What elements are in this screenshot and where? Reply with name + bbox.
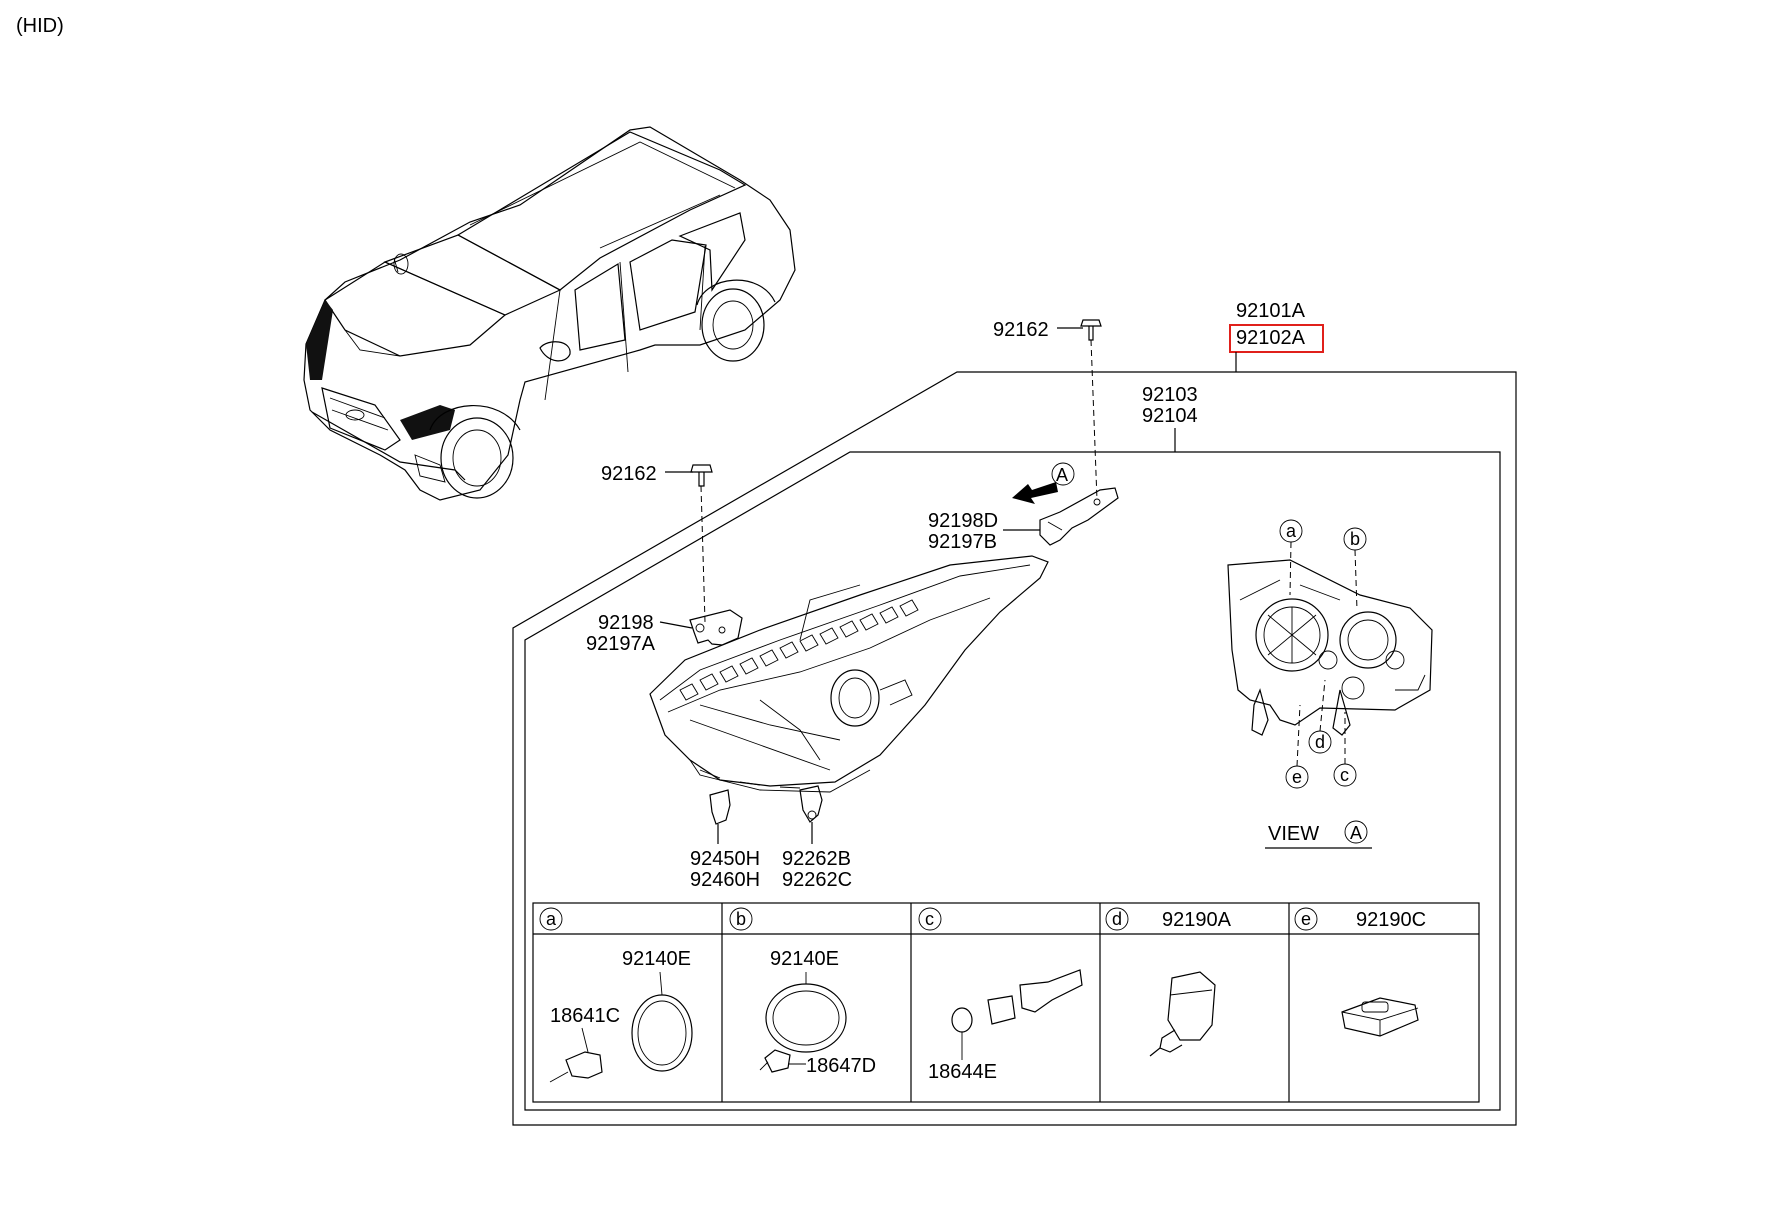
table-header-b: b	[729, 907, 753, 931]
svg-text:d: d	[1315, 732, 1325, 752]
screw-top-icon	[1080, 319, 1102, 341]
svg-text:d: d	[1112, 909, 1122, 929]
part-number-92102a[interactable]: 92102A	[1236, 327, 1306, 349]
part-number-92101a[interactable]: 92101A	[1236, 300, 1306, 322]
inner-assembly-frame	[524, 451, 1501, 1111]
svg-text:e: e	[1301, 909, 1311, 929]
socket-bulb-icon	[951, 969, 1083, 1060]
view-marker-b: b	[1343, 527, 1367, 611]
svg-text:a: a	[546, 909, 557, 929]
arrow-ref-label: A	[1056, 465, 1068, 485]
part-number-92162-left[interactable]: 92162	[601, 463, 657, 485]
dust-cover-ring-b-icon	[765, 983, 847, 1053]
part-number-92197a[interactable]: 92197A	[586, 633, 656, 655]
part-number-92140e-b[interactable]: 92140E	[770, 948, 839, 970]
outer-assembly-frame	[512, 371, 1517, 1126]
view-marker-d: d	[1308, 679, 1332, 754]
part-number-92262c[interactable]: 92262C	[782, 869, 852, 891]
dust-cover-ring-a-icon	[631, 994, 693, 1072]
car-illustration	[303, 126, 796, 501]
part-number-18641c[interactable]: 18641C	[550, 1005, 620, 1027]
svg-text:b: b	[1350, 529, 1360, 549]
table-header-d: d 92190A	[1105, 907, 1232, 931]
bracket-92198-icon	[689, 609, 743, 646]
clip-92450h-icon	[709, 789, 731, 844]
ref-circle-a	[1051, 462, 1075, 486]
leveling-actuator-icon	[1149, 971, 1216, 1057]
svg-text:c: c	[1340, 765, 1349, 785]
view-ref-label: A	[1350, 823, 1362, 843]
svg-text:e: e	[1292, 767, 1302, 787]
table-header-a: a	[539, 907, 563, 931]
part-number-92140e-a[interactable]: 92140E	[622, 948, 691, 970]
bracket-92198d-icon	[1039, 487, 1119, 546]
svg-text:a: a	[1286, 521, 1297, 541]
part-number-92190c[interactable]: 92190C	[1356, 909, 1426, 931]
view-marker-c: c	[1333, 712, 1357, 787]
table-header-e: e 92190C	[1294, 907, 1426, 931]
view-marker-e: e	[1285, 704, 1309, 789]
part-number-92197b[interactable]: 92197B	[928, 531, 997, 553]
part-number-92198d[interactable]: 92198D	[928, 510, 998, 532]
view-label: VIEW	[1268, 823, 1319, 845]
svg-text:c: c	[925, 909, 934, 929]
part-number-92162-top[interactable]: 92162	[993, 319, 1049, 341]
screw-left-icon	[690, 464, 713, 487]
view-marker-a: a	[1279, 519, 1303, 596]
detail-table	[532, 902, 1480, 1103]
part-number-92190a[interactable]: 92190A	[1162, 909, 1232, 931]
part-number-92104[interactable]: 92104	[1142, 405, 1198, 427]
part-number-18647d[interactable]: 18647D	[806, 1055, 876, 1077]
part-number-92460h[interactable]: 92460H	[690, 869, 760, 891]
view-ref-circle	[1344, 820, 1368, 844]
headlamp-assembly-illustration	[649, 555, 1049, 793]
diagram-title: (HID)	[16, 15, 64, 37]
headlamp-rear-view-illustration	[1227, 559, 1433, 736]
part-number-92198[interactable]: 92198	[598, 612, 654, 634]
selected-part-highlight	[1229, 324, 1324, 353]
part-number-92103[interactable]: 92103	[1142, 384, 1198, 406]
part-number-18644e[interactable]: 18644E	[928, 1061, 997, 1083]
halogen-bulb-icon	[759, 1049, 791, 1073]
clip-92262b-icon	[799, 785, 823, 844]
part-number-92450h[interactable]: 92450H	[690, 848, 760, 870]
view-arrow-icon	[1012, 482, 1058, 504]
svg-text:b: b	[736, 909, 746, 929]
table-header-c: c	[918, 907, 942, 931]
hid-ballast-icon	[1341, 997, 1419, 1037]
part-number-92262b[interactable]: 92262B	[782, 848, 851, 870]
hid-bulb-icon	[549, 1051, 603, 1083]
